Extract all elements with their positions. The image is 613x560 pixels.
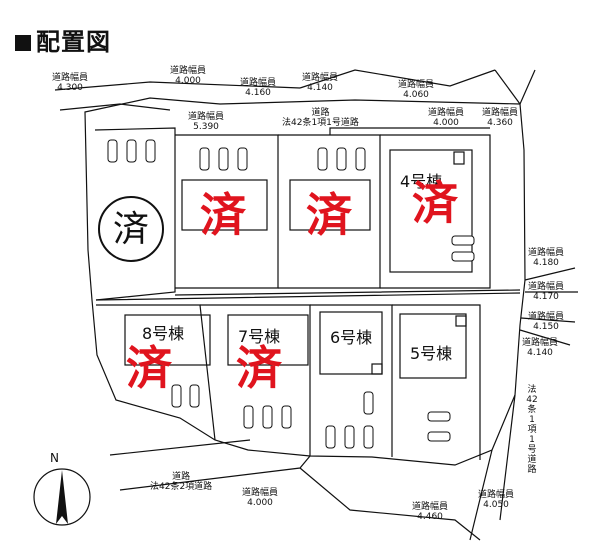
lot-2 <box>278 134 381 289</box>
lot-1 <box>175 134 279 289</box>
building-5-label: 5号棟 <box>410 344 453 363</box>
building-4-label: 4号棟 <box>400 172 443 191</box>
lot-sold-left <box>94 127 176 301</box>
bldg-1 <box>181 179 268 231</box>
road-label: 道路法42条1項1号道路 <box>282 108 359 128</box>
sold-circle-mark: 済 <box>98 196 164 262</box>
lot-4 <box>380 134 491 289</box>
road-right-lines <box>519 69 578 346</box>
notch-5 <box>455 315 467 327</box>
sold-mark: 済 <box>412 176 458 230</box>
bldg-5 <box>399 313 467 379</box>
road-top-left-edge <box>59 103 171 111</box>
road-top-right-edge <box>299 69 496 89</box>
road-label-vertical: 法42条1項1号道路 <box>526 385 538 475</box>
title-square-icon <box>15 35 31 51</box>
road-label: 道路法42条2項道路 <box>150 472 213 492</box>
page-title: 配置図 <box>15 22 111 57</box>
access-road <box>95 289 521 301</box>
north-label: N <box>50 451 59 465</box>
sold-mark: 済 <box>126 341 172 395</box>
building-6-label: 6号棟 <box>330 328 373 347</box>
site-boundary <box>84 97 526 466</box>
bldg-8 <box>124 314 211 366</box>
road-corner-right <box>494 69 521 105</box>
sold-mark: 済 <box>306 188 352 242</box>
bldg-2 <box>289 179 371 231</box>
lot-5 <box>392 304 481 460</box>
parking <box>107 139 475 449</box>
road-bottom-mid <box>299 467 481 541</box>
notch-4 <box>453 151 465 165</box>
sold-mark: 済 <box>200 188 246 242</box>
building-7-label: 7号棟 <box>238 327 281 346</box>
bldg-6 <box>319 311 383 375</box>
notch-6 <box>371 363 383 375</box>
bldg-7 <box>227 314 309 366</box>
road-top-edge <box>54 81 301 91</box>
building-8-label: 8号棟 <box>142 324 185 343</box>
road-bottom-right <box>469 394 516 541</box>
north-arrow-icon <box>33 468 91 526</box>
bldg-4 <box>389 149 473 273</box>
sold-mark: 済 <box>236 341 282 395</box>
lot-top-line <box>329 127 490 135</box>
